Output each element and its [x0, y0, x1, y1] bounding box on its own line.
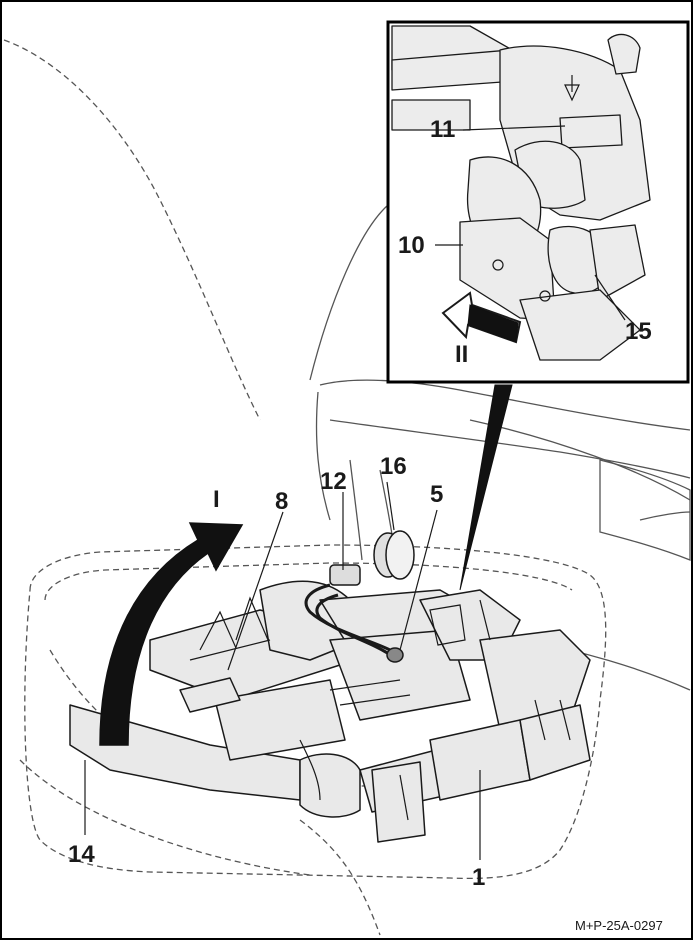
step-i-arrow [99, 522, 244, 746]
leader-lines [84, 481, 481, 860]
vehicle-rear-outline [3, 39, 691, 936]
mechanism-details [189, 596, 571, 821]
callout-11: 11 [430, 116, 456, 143]
figure-reference-code: M+P-25A-0297 [575, 918, 663, 933]
detail-pointer [459, 384, 513, 591]
callout-10: 10 [398, 232, 425, 259]
detail-inset [386, 20, 690, 384]
callout-15: 15 [625, 318, 652, 345]
callout-14: 14 [68, 841, 95, 868]
callout-step-i: I [213, 486, 220, 513]
socket-and-cable [304, 530, 415, 663]
callout-12: 12 [320, 468, 347, 495]
callout-1: 1 [472, 864, 486, 891]
callout-step-ii: II [455, 341, 469, 368]
callout-8: 8 [275, 488, 289, 515]
towbar-mechanism [69, 580, 591, 843]
callout-16: 16 [380, 453, 407, 480]
callout-5: 5 [430, 481, 444, 508]
